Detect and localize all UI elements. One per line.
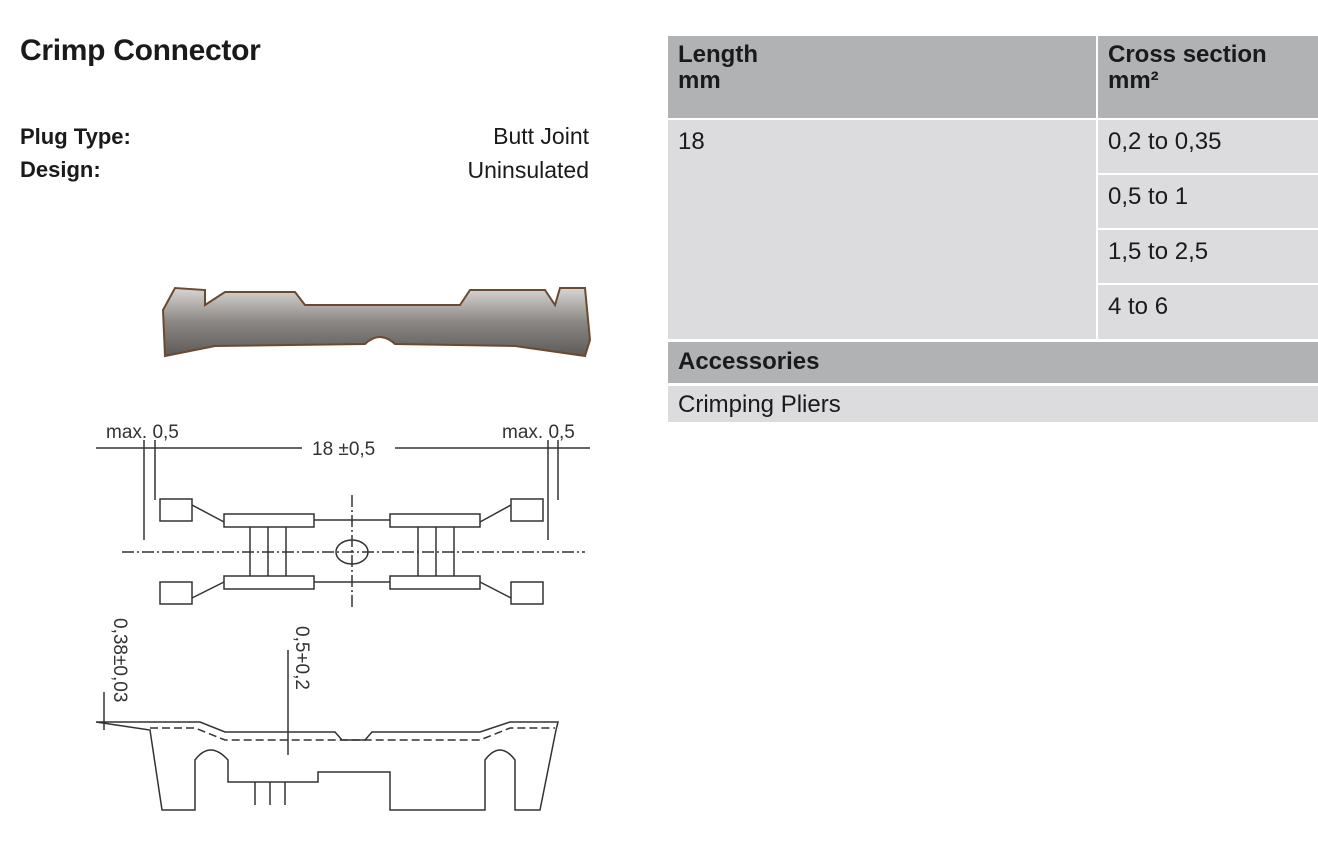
dim-depth-label: 0,5+0,2: [291, 626, 312, 690]
cross-section-cell: 0,2 to 0,35: [1098, 120, 1318, 173]
dim-right-label: max. 0,5: [502, 422, 575, 443]
cross-section-cell: 0,5 to 1: [1098, 175, 1318, 228]
accessory-item: Crimping Pliers: [668, 386, 1318, 422]
spec-label-design: Design:: [20, 157, 101, 182]
spec-value-plug-type: Butt Joint: [493, 123, 589, 149]
header-cross-section: Cross section mm²: [1098, 36, 1318, 118]
page-title: Crimp Connector: [20, 34, 261, 67]
header-length-line1: Length: [678, 41, 758, 68]
header-length: Length mm: [668, 36, 1096, 118]
technical-drawing: max. 0,5 18 ±0,5 max. 0,5 0,38±0,03 0,5+…: [95, 422, 590, 811]
cross-section-cell: 1,5 to 2,5: [1098, 230, 1318, 283]
length-cell: 18: [668, 120, 1096, 339]
dim-thickness-label: 0,38±0,03: [109, 618, 130, 702]
dim-center-label: 18 ±0,5: [312, 439, 375, 460]
header-cross-section-line2: mm²: [1108, 67, 1159, 94]
spec-value-design: Uninsulated: [467, 157, 589, 183]
header-cross-section-line1: Cross section: [1108, 41, 1267, 68]
connector-photo: [161, 286, 592, 358]
dim-left-label: max. 0,5: [106, 422, 179, 443]
cross-section-cell: 4 to 6: [1098, 285, 1318, 339]
header-length-line2: mm: [678, 67, 721, 94]
accessories-header: Accessories: [668, 342, 1318, 383]
spec-label-plug-type: Plug Type:: [20, 124, 131, 149]
